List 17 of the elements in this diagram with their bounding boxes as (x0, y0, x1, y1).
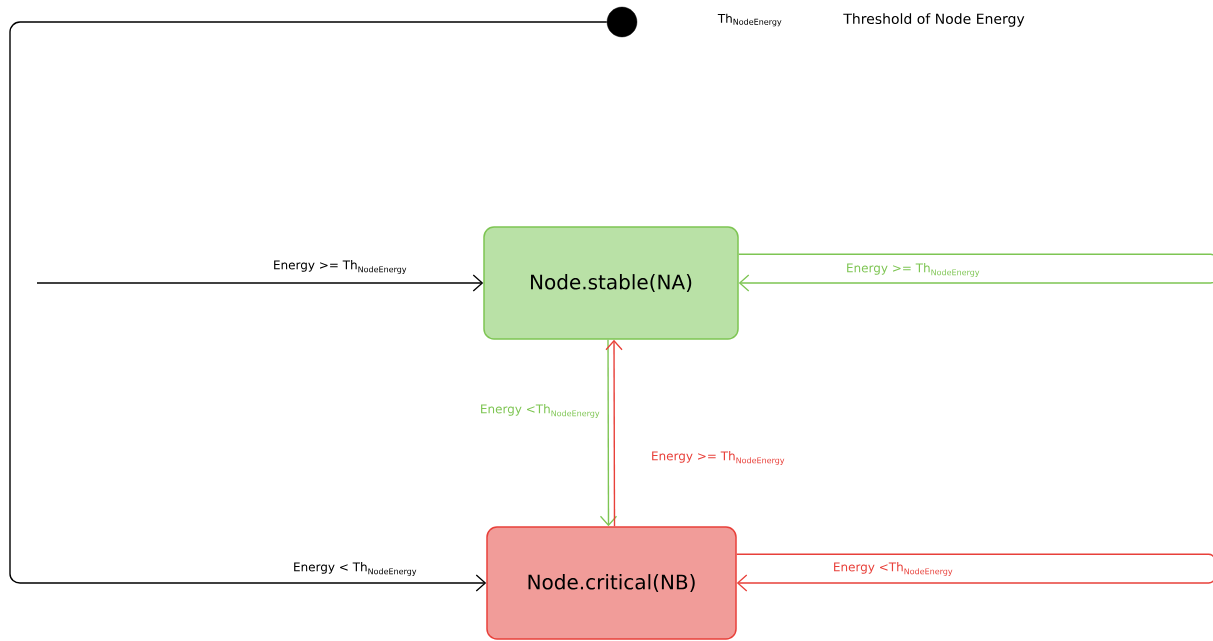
arrow (9, 21, 608, 592)
arrow (599, 339, 618, 527)
note-text: Threshold of Node Energy (843, 13, 1025, 27)
state-box: Node.critical(NB) (486, 526, 737, 640)
edge-label: $\text{Energy >= Th}_{\text{NodeEnergy}}$ (271, 259, 409, 275)
state-box: Node.stable(NA) (483, 226, 739, 340)
edge-label: $\text{Energy >= Th}_{\text{NodeEnergy}}$ (844, 262, 982, 278)
edge-label: $\text{Energy >= Th}_{\text{NodeEnergy}}$ (649, 450, 787, 466)
edge-label: $\text{Energy <Th}_{\text{NodeEnergy}}$ (478, 403, 602, 419)
arrow (605, 339, 623, 527)
initial-dot (606, 6, 638, 38)
arrow (36, 274, 484, 292)
arrow (736, 553, 1213, 592)
note-text: $\text{Th}_{\text{NodeEnergy}}$ (717, 13, 782, 27)
edge-label: $\text{Energy <Th}_{\text{NodeEnergy}}$ (831, 561, 955, 577)
arrow (738, 253, 1213, 292)
edge-label: $\text{Energy < Th}_{\text{NodeEnergy}}$ (292, 561, 418, 577)
